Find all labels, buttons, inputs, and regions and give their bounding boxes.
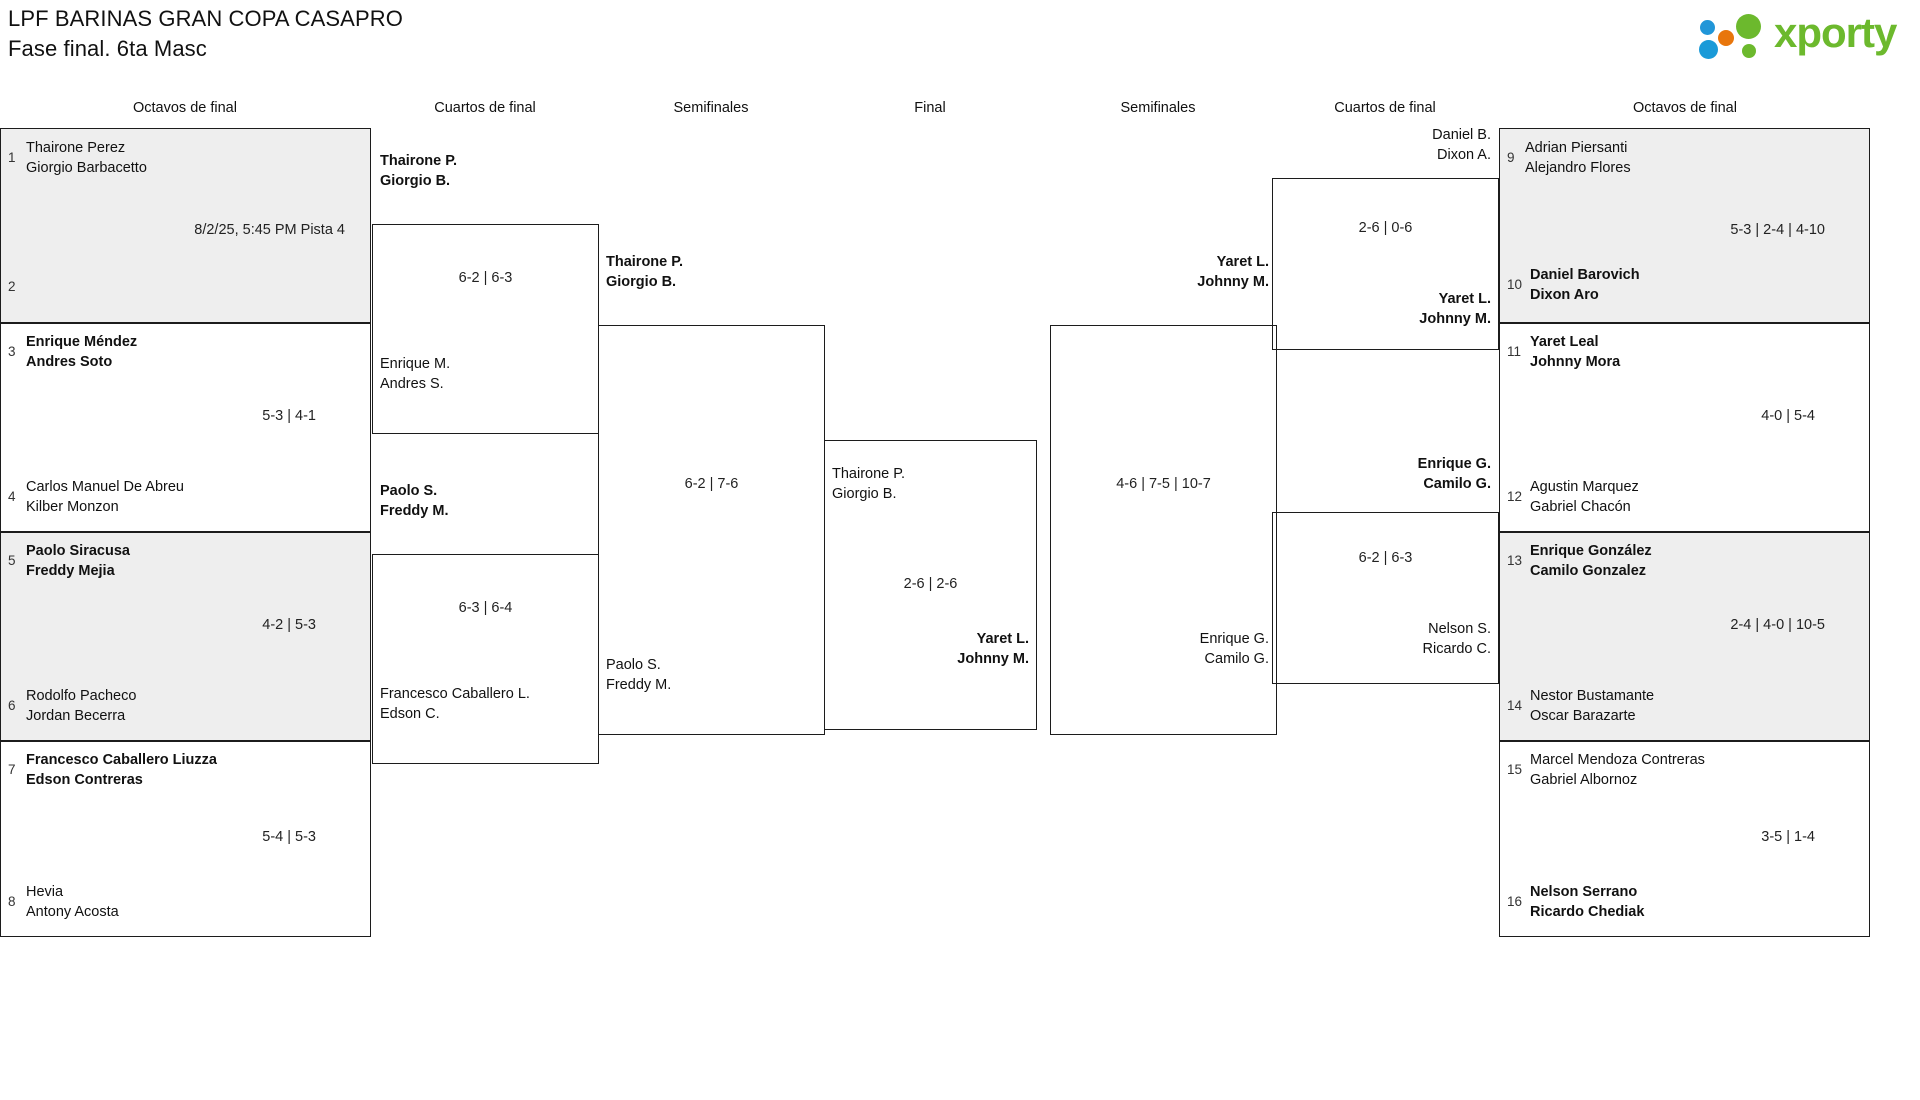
quarterfinal-right-1-score: 2-6 | 0-6 [1358, 220, 1413, 236]
quarterfinal-card-left-1[interactable] [372, 224, 599, 434]
quarterfinal-right-2-top: Enrique G. Camilo G. [1417, 456, 1491, 492]
seed-number: 4 [8, 489, 16, 504]
player-names: Adrian Piersanti Alejandro Flores [1525, 140, 1631, 176]
quarterfinal-right-2-score: 6-2 | 6-3 [1358, 550, 1413, 566]
quarterfinal-right-1-top: Daniel B. Dixon A. [1432, 127, 1491, 163]
player-names: Enrique González Camilo Gonzalez [1530, 543, 1652, 579]
seed-number: 6 [8, 698, 16, 713]
player-names: Yaret Leal Johnny Mora [1530, 334, 1621, 370]
player-names: Rodolfo Pacheco Jordan Becerra [26, 688, 137, 724]
tournament-title: LPF BARINAS GRAN COPA CASAPRO [8, 6, 403, 31]
match-card-3[interactable] [0, 532, 371, 741]
quarterfinal-left-2-top: Paolo S. Freddy M. [380, 483, 449, 519]
seed-number: 12 [1507, 489, 1523, 504]
seed-number: 16 [1507, 894, 1523, 909]
round-header-semifinales-left: Semifinales [673, 100, 749, 116]
match-card-5[interactable] [1499, 128, 1870, 323]
match-card-6[interactable] [1499, 323, 1870, 532]
semifinal-right-score: 4-6 | 7-5 | 10-7 [1116, 476, 1211, 492]
match-score-8: 3-5 | 1-4 [1761, 829, 1815, 845]
logo-dot-blue-small [1700, 20, 1715, 35]
semifinal-left-top: Thairone P. Giorgio B. [606, 254, 684, 290]
seed-number: 7 [8, 762, 16, 777]
semifinal-card-right[interactable] [1050, 325, 1277, 735]
player-names: Agustin Marquez Gabriel Chacón [1530, 479, 1639, 515]
quarterfinal-card-left-2[interactable] [372, 554, 599, 764]
semifinal-right-top: Yaret L. Johnny M. [1197, 254, 1269, 290]
round-header-cuartos-left: Cuartos de final [434, 100, 536, 116]
match-score-4: 5-4 | 5-3 [262, 829, 316, 845]
match-card-4[interactable] [0, 741, 371, 937]
round-header-octavos-left: Octavos de final [133, 100, 237, 116]
quarterfinal-left-1-bottom: Enrique M. Andres S. [380, 356, 451, 392]
quarterfinal-left-2-score: 6-3 | 6-4 [458, 600, 513, 616]
round-header-semifinales-right: Semifinales [1120, 100, 1196, 116]
final-bottom-participant: Yaret L. Johnny M. [957, 631, 1029, 667]
logo-dot-green-small [1742, 44, 1756, 58]
seed-number: 15 [1507, 762, 1523, 777]
match-card-7[interactable] [1499, 532, 1870, 741]
seed-number: 3 [8, 344, 16, 359]
seed-number: 13 [1507, 553, 1523, 568]
match-card-2[interactable] [0, 323, 371, 532]
match-score-6: 4-0 | 5-4 [1761, 408, 1815, 424]
seed-number: 1 [8, 150, 16, 165]
match-score-7: 2-4 | 4-0 | 10-5 [1730, 617, 1825, 633]
logo-wordmark: xporty [1774, 9, 1897, 56]
player-names: Francesco Caballero Liuzza Edson Contrer… [26, 752, 217, 788]
player-names: Daniel Barovich Dixon Aro [1530, 267, 1640, 303]
match-score-2: 5-3 | 4-1 [262, 408, 316, 424]
final-top-participant: Thairone P. Giorgio B. [832, 466, 906, 502]
player-names: Nestor Bustamante Oscar Barazarte [1530, 688, 1655, 724]
semifinal-left-score: 6-2 | 7-6 [684, 476, 739, 492]
seed-number: 11 [1507, 344, 1522, 359]
page-title: LPF BARINAS GRAN COPA CASAPRO Fase final… [8, 4, 403, 64]
match-score-3: 4-2 | 5-3 [262, 617, 316, 633]
match-card-8[interactable] [1499, 741, 1870, 937]
round-header-cuartos-right: Cuartos de final [1334, 100, 1436, 116]
logo-dot-orange [1718, 30, 1734, 46]
logo-dot-green-large [1736, 14, 1761, 39]
seed-number: 14 [1507, 698, 1523, 713]
player-names: Carlos Manuel De Abreu Kilber Monzon [26, 479, 184, 515]
quarterfinal-left-1-top: Thairone P. Giorgio B. [380, 153, 458, 189]
round-header-octavos-right: Octavos de final [1633, 100, 1737, 116]
tournament-subtitle: Fase final. 6ta Masc [8, 36, 207, 61]
seed-number: 10 [1507, 277, 1523, 292]
semifinal-right-bottom: Enrique G. Camilo G. [1199, 631, 1269, 667]
xporty-logo: xporty [1696, 8, 1906, 60]
player-names: Thairone Perez Giorgio Barbacetto [26, 140, 147, 176]
final-card[interactable] [824, 440, 1037, 730]
quarterfinal-card-right-1[interactable] [1272, 178, 1499, 350]
final-score: 2-6 | 2-6 [903, 576, 958, 592]
quarterfinal-left-1-score: 6-2 | 6-3 [458, 270, 513, 286]
seed-number: 8 [8, 894, 16, 909]
quarterfinal-card-right-2[interactable] [1272, 512, 1499, 684]
match-card-1[interactable] [0, 128, 371, 323]
quarterfinal-right-1-bottom: Yaret L. Johnny M. [1419, 291, 1491, 327]
quarterfinal-right-2-bottom: Nelson S. Ricardo C. [1422, 621, 1492, 657]
seed-number: 2 [8, 279, 16, 294]
seed-number: 9 [1507, 150, 1515, 165]
player-names: Marcel Mendoza Contreras Gabriel Alborno… [1530, 752, 1705, 788]
round-header-final: Final [914, 100, 946, 116]
player-names: Paolo Siracusa Freddy Mejia [26, 543, 130, 579]
player-names: Nelson Serrano Ricardo Chediak [1530, 884, 1645, 920]
seed-number: 5 [8, 553, 16, 568]
player-names: Enrique Méndez Andres Soto [26, 334, 138, 370]
player-names: Hevia Antony Acosta [26, 884, 119, 920]
match-datetime-1: 8/2/25, 5:45 PM Pista 4 [194, 222, 345, 238]
logo-dot-blue-large [1699, 40, 1718, 59]
semifinal-left-bottom: Paolo S. Freddy M. [606, 657, 672, 693]
quarterfinal-left-2-bottom: Francesco Caballero L. Edson C. [380, 686, 530, 722]
match-score-5: 5-3 | 2-4 | 4-10 [1730, 222, 1825, 238]
